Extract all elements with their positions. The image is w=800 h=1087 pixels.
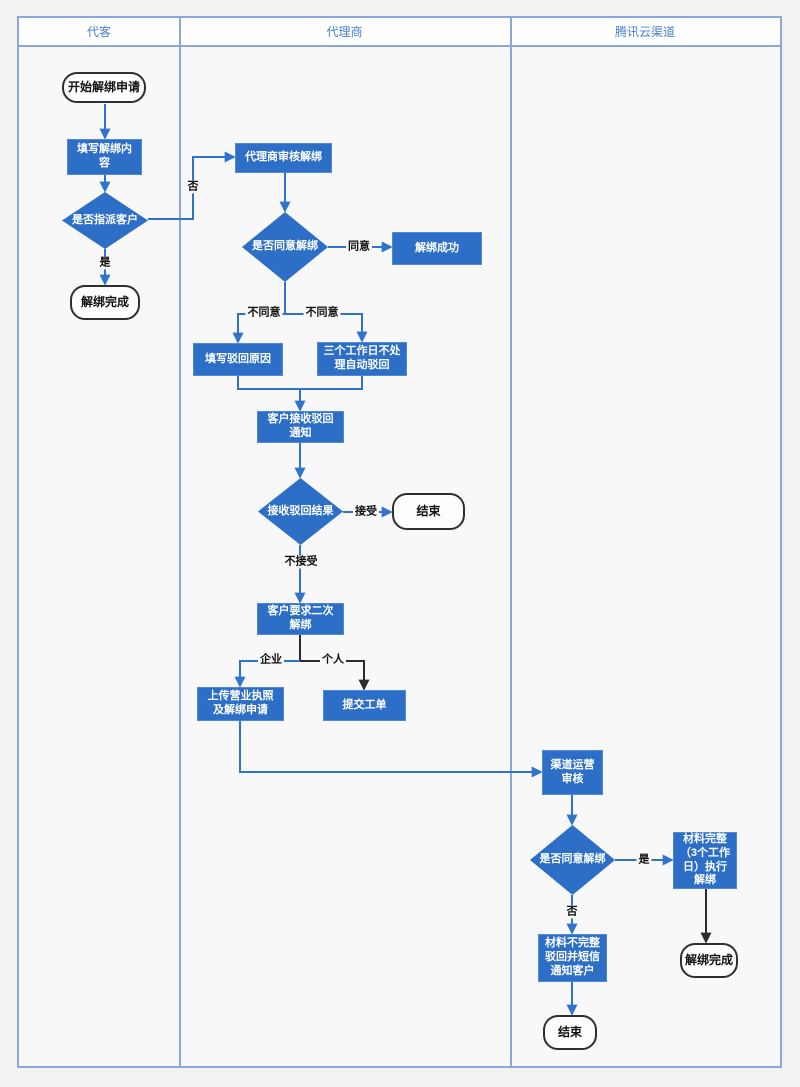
node-unbind-complete-2: 解绑完成 [680, 943, 738, 978]
node-unbind-success: 解绑成功 [392, 232, 482, 265]
label-disagree-right: 不同意 [303, 306, 341, 320]
lane-title: 腾讯云渠道 [614, 25, 675, 39]
node-start: 开始解绑申请 [62, 72, 146, 103]
node-channel-ops-review: 渠道运营 审核 [542, 750, 603, 795]
node-submit-ticket: 提交工单 [323, 690, 406, 721]
label-accept: 接受 [353, 505, 379, 519]
label-assign-no: 否 [185, 180, 201, 194]
lane-header-tencent-channel: 腾讯云渠道 [510, 18, 780, 45]
lane-title: 代客 [86, 25, 111, 39]
node-material-incomplete-reject: 材料不完整 驳回并短信 通知客户 [538, 934, 607, 982]
node-unbind-complete-1: 解绑完成 [70, 285, 140, 320]
lane-divider-2 [510, 18, 512, 1066]
label-disagree-left: 不同意 [245, 306, 283, 320]
label-assign-yes: 是 [97, 256, 113, 270]
node-material-complete-execute: 材料完整 （3个工作 日）执行 解绑 [673, 832, 737, 889]
node-end-1: 结束 [392, 493, 465, 530]
lane-header-row: 代客 代理商 腾讯云渠道 [19, 18, 780, 47]
node-end-2: 结束 [543, 1015, 597, 1050]
node-customer-receive-reject-notice: 客户接收驳回 通知 [257, 411, 344, 443]
label-channel-no: 否 [564, 905, 580, 919]
lane-header-agent: 代理商 [179, 18, 510, 45]
node-agent-review-unbind: 代理商审核解绑 [235, 143, 332, 173]
lane-header-customer-agent: 代客 [19, 18, 179, 45]
node-second-unbind-request: 客户要求二次 解绑 [257, 603, 344, 635]
lane-divider-1 [179, 18, 181, 1066]
label-not-accept: 不接受 [282, 555, 320, 569]
node-upload-business-license: 上传营业执照 及解绑申请 [197, 687, 284, 721]
label-personal: 个人 [320, 653, 346, 667]
label-company: 企业 [258, 653, 284, 667]
label-channel-yes: 是 [636, 853, 652, 867]
label-agree-yes: 同意 [346, 240, 372, 254]
swimlane-frame: 代客 代理商 腾讯云渠道 [17, 16, 782, 1068]
node-fill-reject-reason: 填写驳回原因 [193, 343, 283, 376]
lane-title: 代理商 [326, 25, 363, 39]
node-auto-reject-3days: 三个工作日不处 理自动驳回 [317, 342, 407, 376]
node-fill-unbind-content: 填写解绑内 容 [67, 139, 142, 175]
